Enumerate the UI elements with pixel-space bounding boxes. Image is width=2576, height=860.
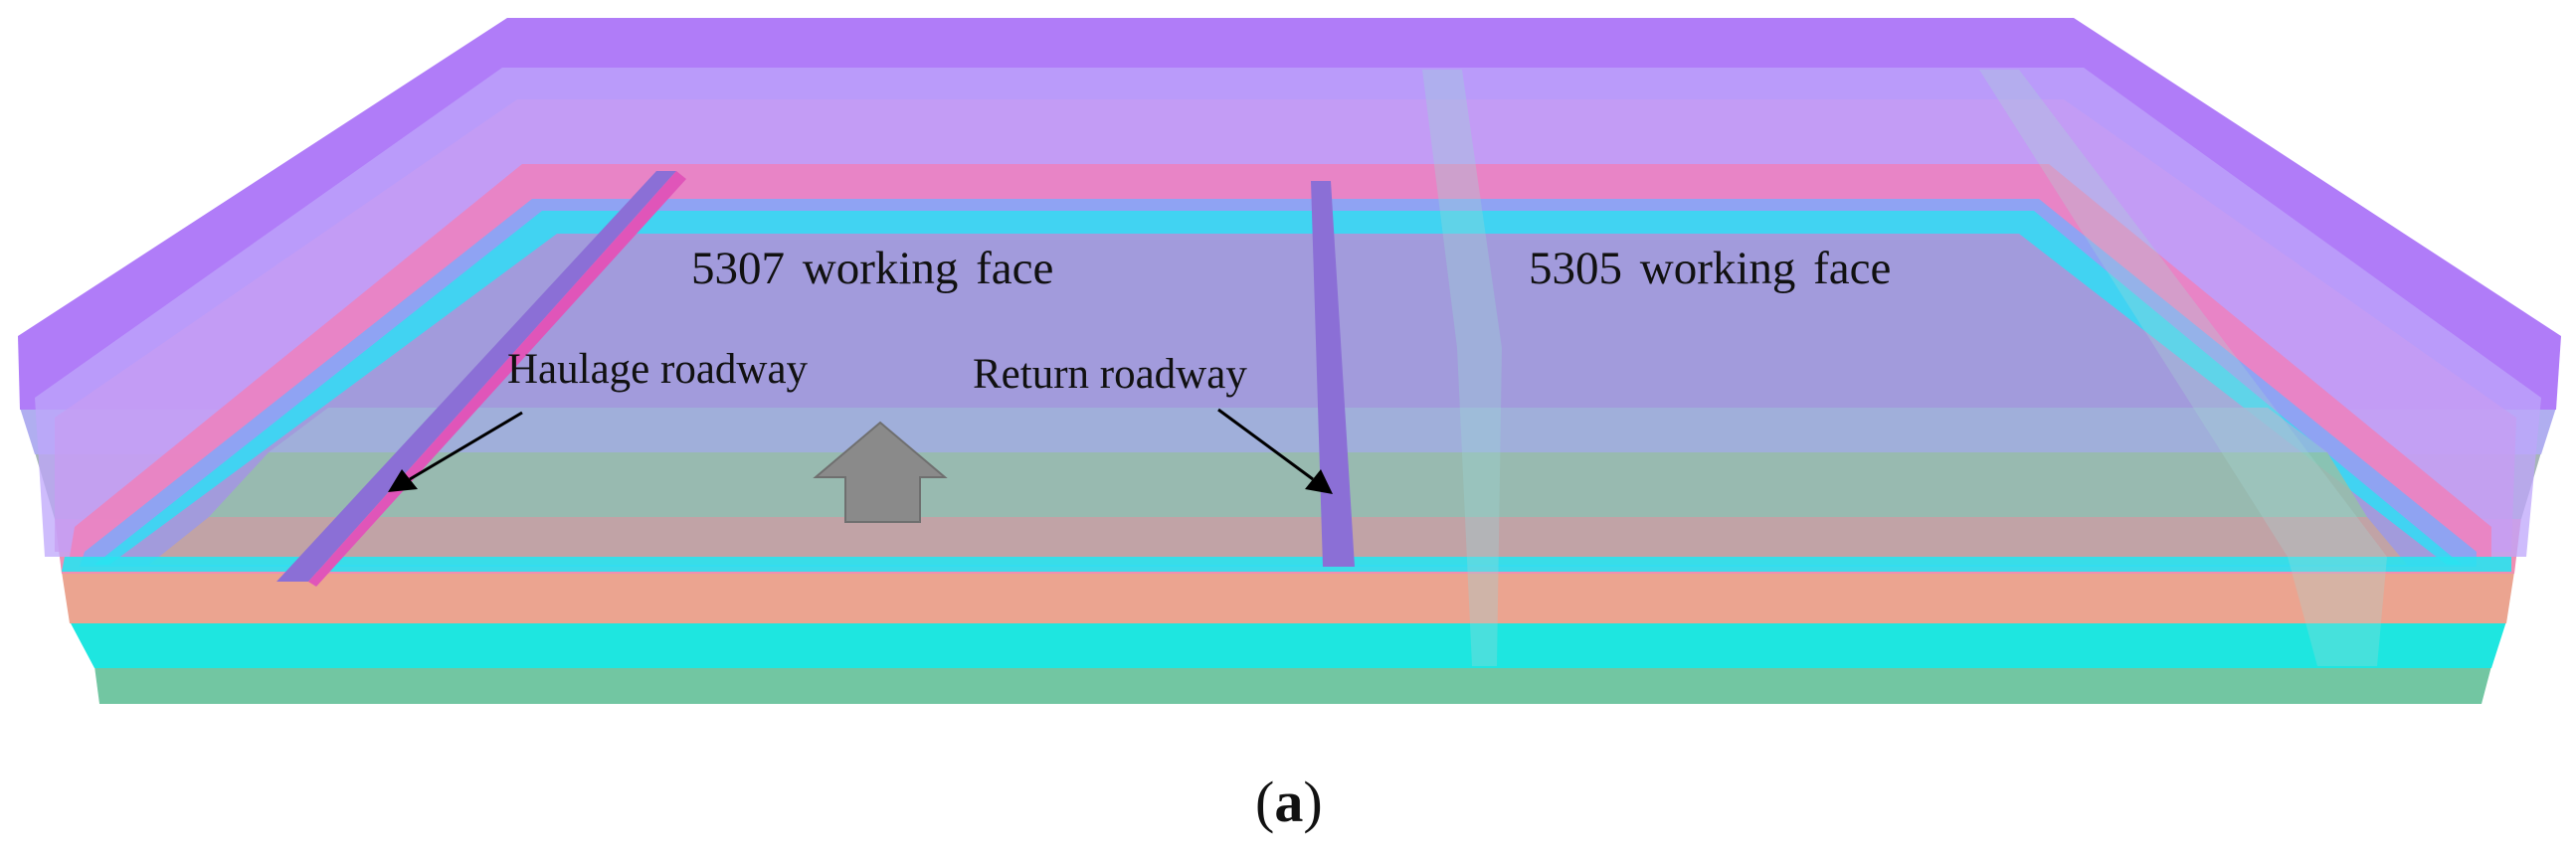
caption-open-paren: ( xyxy=(1255,770,1275,834)
return-pointer-head xyxy=(1305,469,1333,494)
haulage-pointer-head xyxy=(388,469,418,492)
face-5307-label: 5307 working face xyxy=(691,243,1054,294)
caption-letter: a xyxy=(1274,770,1304,834)
figure-caption: (a) xyxy=(1255,774,1323,831)
return-pointer-line xyxy=(1217,408,1314,481)
green-base-layer xyxy=(94,666,2491,704)
advance-direction-arrow xyxy=(813,421,948,523)
return-roadway-strip xyxy=(1311,181,1355,567)
panel-lower-band-2 xyxy=(209,452,2367,517)
panel-lower-band-3 xyxy=(149,517,2407,565)
panel-lower-band-1 xyxy=(269,408,2327,452)
face-boundary-right xyxy=(1979,70,2387,666)
face-boundary xyxy=(1422,70,1502,666)
return-roadway-label: Return roadway xyxy=(973,351,1247,398)
cyan-edge-strip xyxy=(62,557,2511,572)
cyan-layer xyxy=(70,621,2506,668)
haulage-pointer-line xyxy=(409,411,523,481)
salmon-layer xyxy=(62,572,2514,623)
haulage-roadway-label: Haulage roadway xyxy=(507,346,809,393)
haulage-roadway-strip xyxy=(276,171,676,582)
face-5305-label: 5305 working face xyxy=(1529,243,1892,294)
caption-close-paren: ) xyxy=(1303,770,1323,834)
